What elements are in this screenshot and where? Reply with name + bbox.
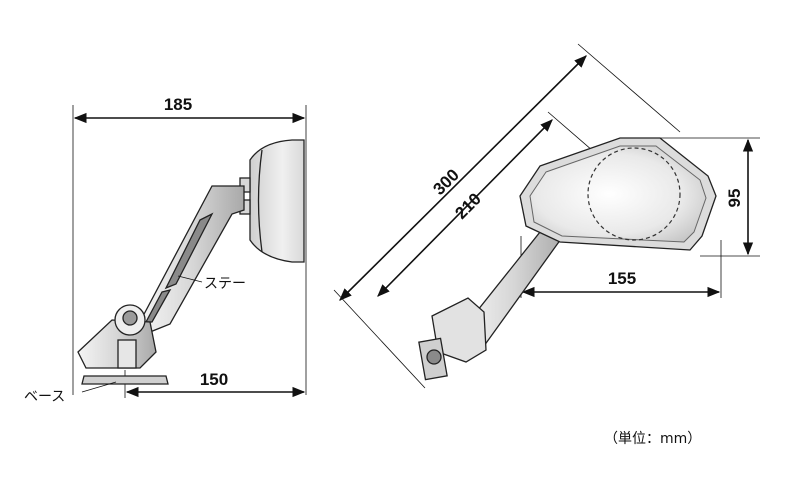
convex-area-circle xyxy=(587,147,681,241)
dim-width-label: 185 xyxy=(164,95,192,114)
base-mount-stem xyxy=(117,339,137,369)
leader-base xyxy=(81,381,117,393)
base-plate xyxy=(81,375,169,385)
stay-slot-lower xyxy=(144,289,172,323)
mirror-housing-side xyxy=(249,139,305,263)
label-stay: ステー xyxy=(204,276,246,292)
front-view: 300 210 95 155 xyxy=(333,43,760,389)
extension-line-300-top xyxy=(577,43,681,133)
dim-mirror-width-label: 155 xyxy=(608,269,636,288)
side-view: 185 150 ステー ベース xyxy=(24,95,307,405)
pivot-bolt-upper xyxy=(239,177,251,193)
extension-line-300-bottom xyxy=(333,289,426,389)
dim-height-label: 95 xyxy=(725,189,744,208)
label-base: ベース xyxy=(24,389,65,405)
leader-stay xyxy=(177,275,203,283)
unit-note: （単位：mm） xyxy=(604,431,701,447)
stay-slot-upper xyxy=(164,212,214,290)
mirror-glass xyxy=(529,145,707,243)
dim-overall-label: 300 xyxy=(429,165,462,198)
base-pivot-bolt xyxy=(122,310,138,326)
front-mount-bolt xyxy=(426,349,442,365)
dimension-line-210 xyxy=(377,119,553,297)
dim-base-label: 150 xyxy=(200,370,228,389)
housing-edge-line xyxy=(257,149,263,253)
